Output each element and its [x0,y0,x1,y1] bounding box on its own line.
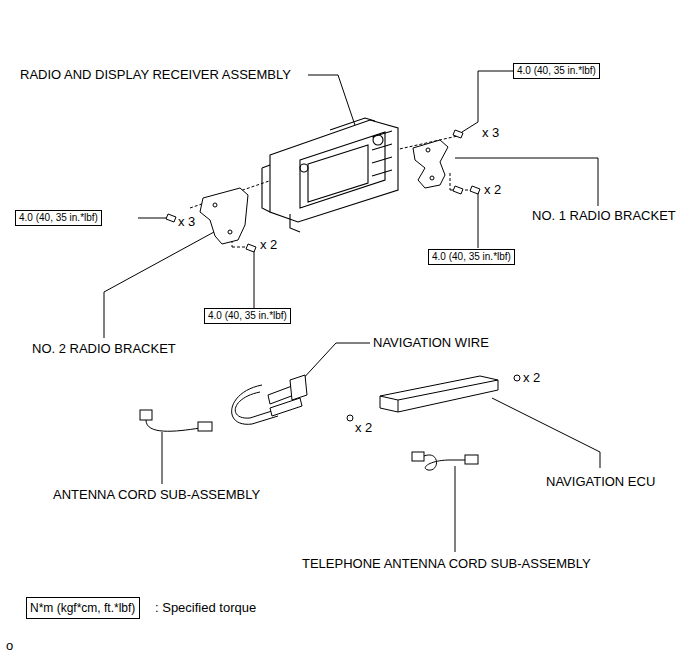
leader-line [462,71,513,132]
telephone-antenna-cord [412,452,478,470]
legend-sample: N*m (kgf*cm, ft.*lbf) [26,597,140,619]
leader-line [104,232,214,338]
part-name: NO. 1 RADIO BRACKET [532,208,676,223]
part-name: NAVIGATION WIRE [373,335,489,350]
leader-line [162,432,163,484]
part-name: NAVIGATION ECU [546,474,655,489]
navigation-ecu [347,375,520,421]
torque-text: 4.0 (40, 35 in.*lbf) [208,310,287,322]
antenna-cord [140,410,212,431]
leader-line [455,158,598,206]
radio-unit [262,118,398,232]
bracket [413,130,480,194]
part-name: TELEPHONE ANTENNA CORD SUB-ASSEMBLY [302,556,591,571]
part-name: ANTENNA CORD SUB-ASSEMBLY [53,487,260,502]
torque-spec: 4.0 (40, 35 in.*lbf) [428,249,515,265]
quantity: x 3 [178,214,195,229]
part-name: RADIO AND DISPLAY RECEIVER ASSEMBLY [20,67,291,82]
bracket [166,188,256,252]
torque-text: N*m (kgf*cm, ft.*lbf) [30,601,136,615]
torque-spec: 4.0 (40, 35 in.*lbf) [513,63,600,79]
quantity: x 2 [484,182,501,197]
torque-spec: 4.0 (40, 35 in.*lbf) [204,308,291,324]
navigation-wire [232,375,307,424]
torque-text: 4.0 (40, 35 in.*lbf) [19,212,98,224]
torque-spec: 4.0 (40, 35 in.*lbf) [15,210,102,226]
quantity: x 2 [260,237,277,252]
leader-line [138,218,168,219]
torque-text: 4.0 (40, 35 in.*lbf) [517,65,596,77]
legend-text: : Specified torque [155,600,256,615]
quantity: x 3 [482,125,499,140]
leader-line [478,190,479,248]
leader-line [300,343,370,382]
torque-text: 4.0 (40, 35 in.*lbf) [432,251,511,263]
quantity: x 2 [523,370,540,385]
part-name: NO. 2 RADIO BRACKET [32,341,176,356]
leader-line [254,250,255,308]
quantity: x 2 [355,420,372,435]
leader-line [455,466,456,552]
leader-line [492,398,600,468]
page-mark: o [6,638,13,653]
